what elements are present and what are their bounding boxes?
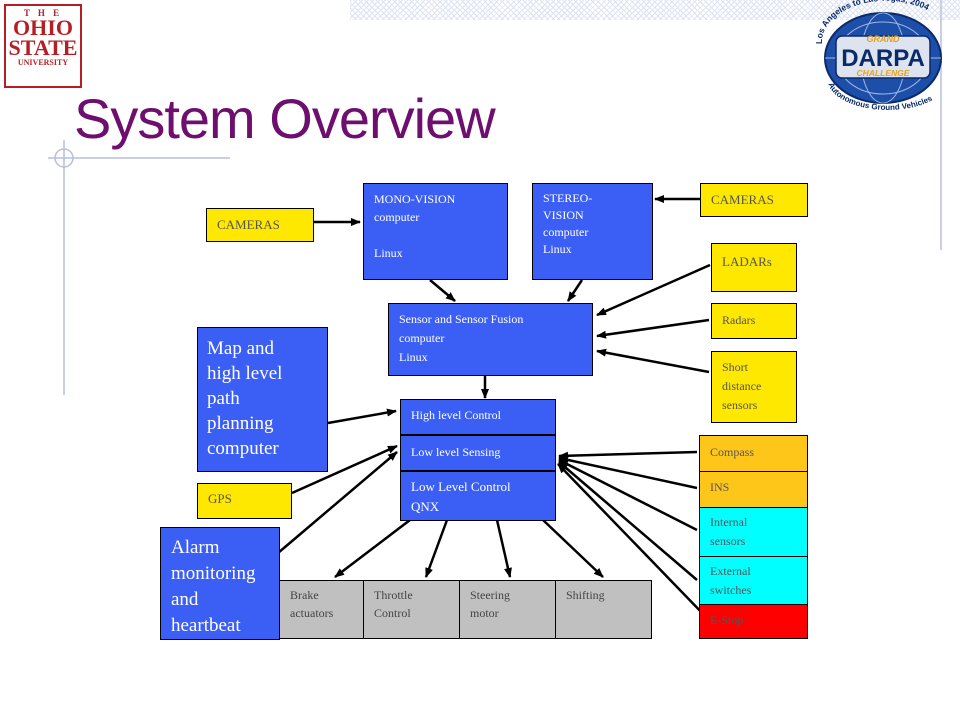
box-shifting: Shifting (555, 580, 652, 639)
darpa-challenge-text: CHALLENGE (857, 68, 910, 78)
box-label: path (207, 388, 240, 409)
box-label: QNX (411, 499, 440, 514)
box-steering-motor: Steering motor (459, 580, 556, 639)
box-cameras-right: CAMERAS (700, 183, 808, 217)
arrow (558, 461, 698, 581)
box-cameras-left: CAMERAS (206, 208, 314, 242)
box-label: Alarm (171, 537, 220, 558)
box-label: Steering (470, 588, 510, 602)
box-label: and (171, 589, 199, 610)
arrow (566, 279, 584, 302)
box-label: Compass (710, 445, 755, 459)
decorative-line (940, 0, 942, 250)
box-label: heartbeat (171, 615, 241, 636)
box-label: actuators (290, 606, 334, 620)
arrow (291, 444, 398, 495)
box-label: computer (207, 438, 279, 459)
box-low-level-control: Low Level Control QNX (400, 471, 556, 521)
box-label: High level Control (411, 408, 501, 422)
arrow (429, 279, 456, 302)
box-label: sensors (710, 534, 746, 548)
arrow (542, 519, 604, 578)
arrow (558, 450, 698, 460)
box-label: Shifting (566, 588, 605, 602)
osu-logo-line: UNIVERSITY (17, 58, 69, 67)
box-label: high level (207, 363, 283, 384)
box-internal-sensors: Internal sensors (699, 507, 808, 557)
box-stereo-vision: STEREO- VISION computer Linux (532, 183, 653, 280)
darpa-challenge-logo: Los Angeles to Las Vegas, 2004 GRAND DAR… (814, 0, 942, 110)
box-external-switches: External switches (699, 556, 808, 605)
box-label: planning (207, 413, 274, 434)
osu-logo-line: STATE (8, 35, 78, 60)
box-label: computer (374, 210, 420, 224)
box-brake-actuators: Brake actuators (279, 580, 364, 639)
arrow (558, 456, 698, 490)
box-label: CAMERAS (217, 217, 280, 232)
box-ladars: LADARs (711, 243, 797, 292)
box-label: LADARs (722, 254, 772, 269)
box-label: distance (722, 379, 762, 393)
box-label: Throttle (374, 588, 413, 602)
box-label: Radars (722, 313, 756, 327)
box-label: GPS (208, 491, 232, 506)
box-label: Sensor and Sensor Fusion (399, 312, 524, 326)
spacer (374, 226, 497, 244)
arrow (558, 458, 698, 532)
osu-logo-line: T H E (23, 8, 63, 18)
box-label: Short (722, 360, 749, 374)
box-label: Linux (399, 350, 428, 364)
box-label: Brake (290, 588, 319, 602)
box-sensor-fusion: Sensor and Sensor Fusion computer Linux (388, 303, 593, 376)
arrow (596, 348, 710, 374)
arrow (334, 519, 411, 578)
box-label: Linux (543, 242, 572, 256)
box-gps: GPS (197, 483, 292, 519)
osu-logo: T H E OHIO STATE UNIVERSITY (4, 4, 82, 88)
box-map-planning: Map and high level path planning compute… (197, 327, 328, 472)
box-label: CAMERAS (711, 192, 774, 207)
arrow (424, 519, 449, 578)
box-short-distance-sensors: Short distance sensors (711, 351, 797, 423)
darpa-main-text: DARPA (841, 45, 925, 72)
box-label: Low level Sensing (411, 445, 501, 459)
box-label: switches (710, 583, 752, 597)
arrow (596, 318, 710, 339)
box-ins: INS (699, 471, 808, 508)
box-label: Control (374, 606, 411, 620)
box-label: Map and (207, 338, 275, 359)
box-label: computer (399, 331, 445, 345)
box-radars: Radars (711, 303, 797, 339)
box-label: Linux (374, 246, 403, 260)
box-label: computer (543, 225, 589, 239)
box-label: monitoring (171, 563, 256, 584)
darpa-grand-text: GRAND (867, 34, 900, 44)
arrow (596, 263, 711, 317)
box-low-level-sensing: Low level Sensing (400, 435, 556, 471)
page-title: System Overview (74, 87, 496, 150)
box-high-level-control: High level Control (400, 399, 556, 435)
box-label: External (710, 564, 751, 578)
box-label: STEREO- (543, 191, 593, 205)
arrow (557, 463, 708, 619)
arrow (495, 519, 512, 578)
box-label: motor (470, 606, 499, 620)
box-estop: E-Stop (699, 604, 808, 639)
box-label: E-Stop (710, 613, 744, 627)
box-throttle-control: Throttle Control (363, 580, 460, 639)
box-label: Internal (710, 515, 748, 529)
box-label: VISION (543, 208, 584, 222)
box-label: INS (710, 480, 730, 494)
header-pattern (350, 0, 960, 20)
arrow (327, 408, 397, 425)
box-label: sensors (722, 398, 758, 412)
box-compass: Compass (699, 435, 808, 472)
arrow (277, 451, 398, 554)
osu-logo-line: OHIO (13, 15, 73, 40)
box-mono-vision: MONO-VISION computer Linux (363, 183, 508, 280)
box-label: MONO-VISION (374, 192, 456, 206)
box-alarm-monitoring: Alarm monitoring and heartbeat (160, 527, 280, 640)
box-label: Low Level Control (411, 479, 511, 494)
